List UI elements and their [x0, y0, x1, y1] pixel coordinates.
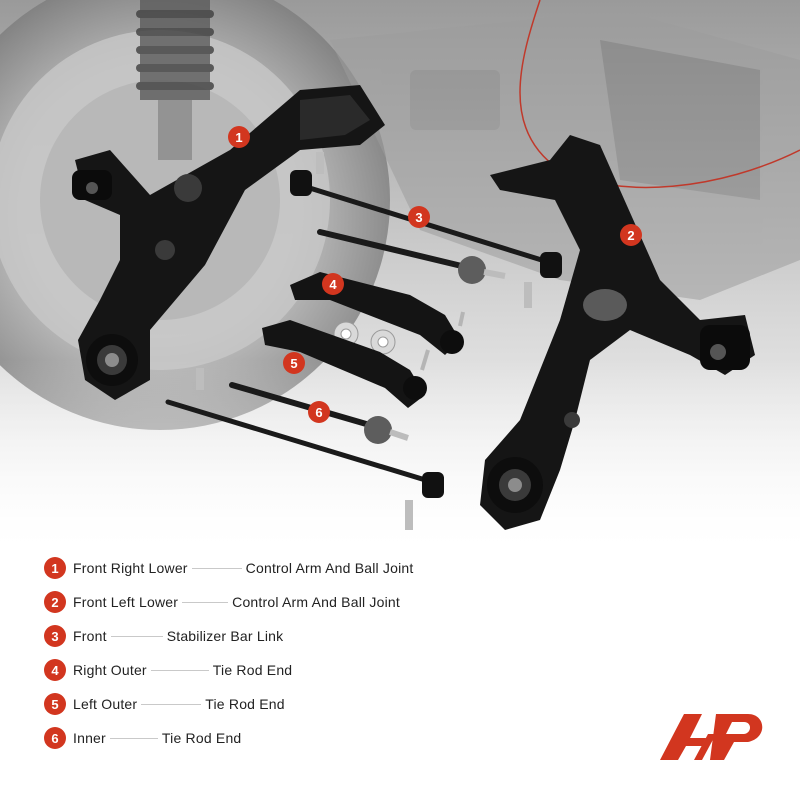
leader-line	[191, 567, 242, 569]
legend-part: Control Arm And Ball Joint	[232, 594, 400, 610]
legend-part: Tie Rod End	[205, 696, 285, 712]
stabilizer-link-lower	[165, 368, 444, 530]
legend-number-badge: 4	[44, 659, 66, 681]
legend-part: Stabilizer Bar Link	[166, 628, 284, 644]
control-arm-right	[72, 85, 385, 400]
legend-number-badge: 6	[44, 727, 66, 749]
legend-number-badge: 2	[44, 591, 66, 613]
legend-position: Left Outer	[73, 696, 138, 712]
legend-part: Tie Rod End	[161, 730, 242, 746]
washers	[333, 321, 396, 355]
legend-number-badge: 5	[44, 693, 66, 715]
legend-position: Front Left Lower	[73, 594, 179, 610]
legend-part: Control Arm And Ball Joint	[245, 560, 414, 576]
legend-position: Right Outer	[73, 662, 147, 678]
legend-position: Inner	[73, 730, 106, 746]
legend-part: Tie Rod End	[212, 662, 293, 678]
legend-position: Front	[73, 628, 107, 644]
legend-row: 1 Front Right Lower Control Arm And Ball…	[44, 556, 414, 580]
outer-tie-rod-left	[262, 320, 430, 408]
leader-line	[110, 635, 163, 637]
inner-tie-rod-lower	[229, 382, 409, 444]
marker-2: 2	[620, 224, 642, 246]
marker-1: 1	[228, 126, 250, 148]
legend-row: 3 Front Stabilizer Bar Link	[44, 624, 283, 648]
marker-5: 5	[283, 352, 305, 374]
strut-background	[136, 0, 214, 160]
leader-line	[141, 703, 202, 705]
leader-line	[109, 737, 158, 739]
leader-line	[150, 669, 209, 671]
legend-row: 6 Inner Tie Rod End	[44, 726, 241, 750]
legend-row: 2 Front Left Lower Control Arm And Ball …	[44, 590, 400, 614]
ap-logo-icon	[660, 714, 763, 760]
control-arm-left	[480, 135, 755, 530]
marker-6: 6	[308, 401, 330, 423]
leader-line	[182, 601, 229, 603]
legend-row: 4 Right Outer Tie Rod End	[44, 658, 292, 682]
legend-row: 5 Left Outer Tie Rod End	[44, 692, 285, 716]
legend-number-badge: 3	[44, 625, 66, 647]
inner-tie-rod-upper	[317, 229, 506, 284]
marker-4: 4	[322, 273, 344, 295]
legend-number-badge: 1	[44, 557, 66, 579]
marker-3: 3	[408, 206, 430, 228]
product-photo	[0, 0, 800, 560]
legend-position: Front Right Lower	[73, 560, 188, 576]
